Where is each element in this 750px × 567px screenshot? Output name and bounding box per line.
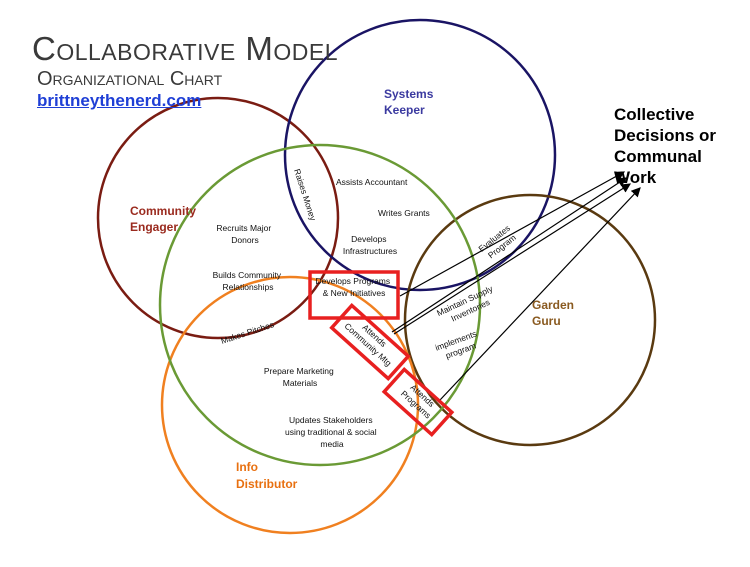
- arrow-attends-community: [393, 183, 632, 335]
- task-assists-accountant: Assists Accountant: [336, 177, 408, 187]
- task-evaluates-program: Evaluates Program: [476, 221, 520, 262]
- role-systems-keeper: Systems Keeper: [384, 87, 437, 117]
- role-garden-guru: Garden Guru: [532, 298, 577, 328]
- highlight-develops-programs: [308, 270, 400, 320]
- highlight-attends-community: [329, 302, 411, 382]
- arrow-evaluates-program: [391, 177, 628, 333]
- community-engager-circle: [96, 96, 340, 340]
- outcome-line: Work: [614, 168, 657, 187]
- outcome-line: Decisions or: [614, 126, 717, 145]
- role-info-distributor: Info Distributor: [236, 460, 298, 491]
- task-writes-grants: Writes Grants: [378, 208, 430, 218]
- arrow-attends-programs: [439, 187, 641, 401]
- outcome-label: Collective Decisions or Communal Work: [614, 104, 744, 188]
- task-prepare-marketing-materials: Prepare Marketing Materials: [264, 366, 336, 388]
- task-updates-stakeholders: Updates Stakeholders using traditional &…: [285, 415, 379, 449]
- task-implements-program: implements program: [434, 328, 484, 363]
- systems-keeper-circle: [283, 18, 557, 292]
- outcome-line: Communal: [614, 147, 702, 166]
- highlight-attends-programs: [381, 366, 455, 438]
- task-builds-community-relationships: Builds Community Relationships: [213, 270, 284, 292]
- chart-title: Collaborative Model: [32, 30, 339, 67]
- task-maintain-supply-inventories: Maintain Supply Inventories: [435, 282, 501, 328]
- arrow-develops-programs: [399, 171, 626, 297]
- outcome-line: Collective: [614, 105, 695, 124]
- info-distributor-circle: [160, 275, 420, 535]
- task-raises-money: Raises Money: [292, 168, 318, 223]
- task-attends-programs: Attends Programs: [399, 380, 440, 420]
- task-develops-infrastructures: Develops Infrastructures: [343, 234, 397, 256]
- garden-guru-circle: [403, 193, 657, 447]
- site-link[interactable]: brittneythenerd.com: [37, 91, 202, 110]
- task-recruits-major-donors: Recruits Major Donors: [216, 223, 273, 245]
- chart-subtitle: Organizational Chart: [37, 68, 223, 90]
- task-develops-programs: Develops Programs & New Initiatives: [315, 276, 392, 298]
- role-community-engager: Community Engager: [130, 204, 199, 234]
- core-green-circle: [158, 143, 482, 467]
- task-makes-pitches: Makes Pitches: [220, 319, 276, 346]
